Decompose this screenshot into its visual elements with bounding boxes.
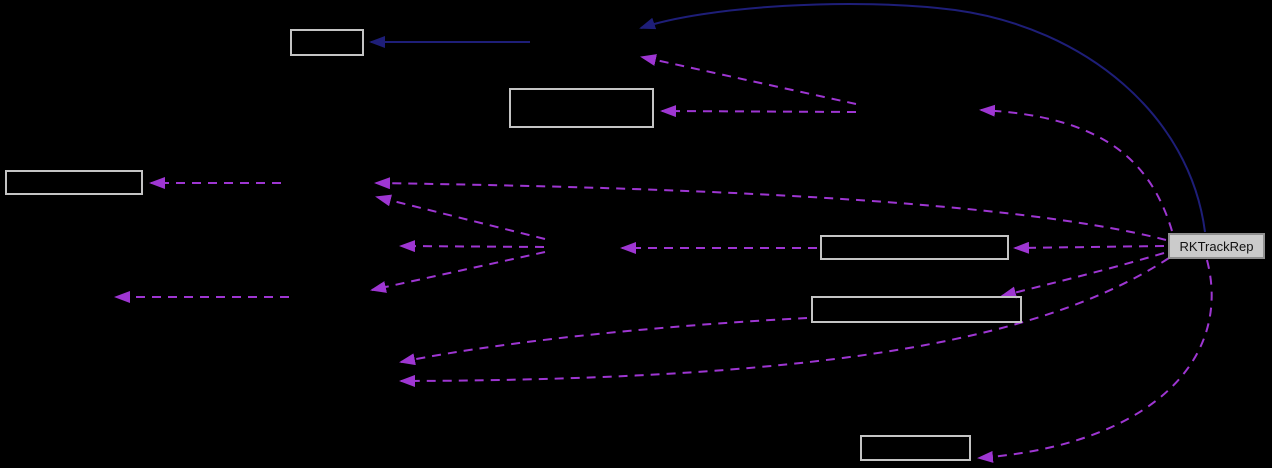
edge-usage-main-to-box2 (1000, 252, 1165, 299)
edge-usage-diag-up-left (640, 54, 857, 105)
edge-usage-fan-lower (370, 251, 546, 293)
edge-inherit-top-curve (639, 3, 1206, 233)
edge-usage-right-upper-curve (979, 104, 1173, 232)
edge-usage-to-upper-mid-box (660, 105, 857, 118)
diagram-edges (114, 3, 1213, 463)
node-mid-right-2[interactable] (811, 296, 1022, 323)
edge-usage-fan-upper (375, 194, 546, 240)
node-bottom[interactable] (860, 435, 971, 461)
node-rktrackrep[interactable]: RKTrackRep (1168, 233, 1265, 259)
node-mid-right-1[interactable] (820, 235, 1009, 260)
node-upper-middle[interactable] (509, 88, 654, 128)
edge-usage-long-left (374, 177, 1167, 241)
edge-usage-main-to-box1 (1013, 241, 1165, 254)
edge-usage-fan-middle (399, 240, 545, 253)
edge-usage-long-bottom (399, 257, 1170, 387)
node-left[interactable] (5, 170, 143, 195)
node-top-left[interactable] (290, 29, 364, 56)
edge-usage-box2-to-lowermid (399, 317, 808, 366)
edge-usage-right-big-curve (977, 259, 1213, 463)
